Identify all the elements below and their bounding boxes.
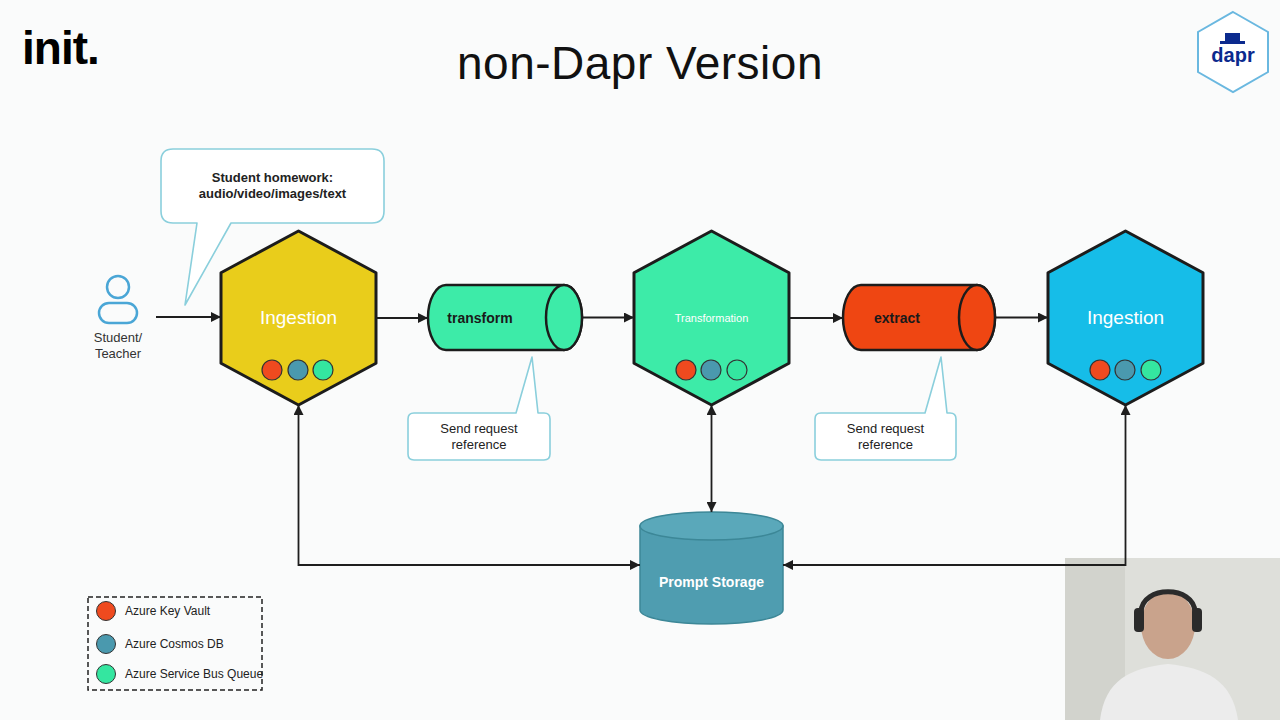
cylinder-body: [843, 285, 995, 350]
logo-hat-brim: [1220, 41, 1245, 44]
flow-arrow: [789, 317, 843, 319]
legend-swatch: [96, 664, 116, 684]
hexagon-outline: [1048, 231, 1203, 405]
brand-logo: dapr: [1198, 43, 1268, 67]
service-bus-dot: [313, 360, 333, 380]
node-label: Prompt Storage: [659, 573, 764, 591]
node-label: Student homework: audio/video/images/tex…: [181, 170, 364, 202]
node-label: Student/ Teacher: [80, 330, 156, 362]
flow-arrow: [995, 317, 1048, 319]
node-label: Ingestion: [260, 307, 337, 329]
logo-hat: [1225, 33, 1240, 42]
service-hexagon: Ingestion: [1048, 231, 1203, 405]
service-hexagon: Ingestion: [221, 231, 376, 405]
legend-label: Azure Cosmos DB: [125, 637, 224, 651]
webcam-inset: [1065, 558, 1280, 720]
callout-outline: [408, 357, 550, 460]
hexagon-outline: [634, 231, 789, 405]
node-label: Send request reference: [420, 421, 538, 453]
cosmos-db-dot: [701, 360, 721, 380]
flow-arrow: [299, 405, 641, 565]
node-label: transform: [447, 309, 512, 327]
cosmos-db-dot: [288, 360, 308, 380]
person-body: [99, 303, 137, 323]
node-label: extract: [874, 309, 920, 327]
flow-arrow: [711, 405, 713, 512]
legend-item: Azure Service Bus Queue: [96, 664, 263, 684]
callout-outline: [815, 357, 956, 460]
flow-arrow: [783, 405, 1126, 565]
logo-hexagon: [1198, 12, 1268, 92]
cylinder-end: [546, 285, 582, 350]
speech-bubble: Student homework: audio/video/images/tex…: [161, 149, 384, 223]
webcam-earcup: [1134, 608, 1144, 632]
service-dots: [262, 360, 1161, 380]
service-bus-dot: [727, 360, 747, 380]
callout-box: Send request reference: [815, 413, 956, 460]
cylinder-top: [640, 512, 783, 540]
actor-icon: Student/ Teacher: [80, 272, 156, 362]
brand-logo: init.: [22, 22, 142, 74]
slide-title: non-Dapr Version: [0, 34, 1280, 92]
cylinder-body: [428, 285, 582, 350]
flow-arrow: [582, 317, 634, 319]
webcam-background: [1065, 558, 1280, 720]
node-label: Transformation: [675, 311, 749, 325]
legend-swatch: [96, 601, 116, 621]
callout-box: Send request reference: [408, 413, 550, 460]
database-cylinder-shape: [640, 512, 783, 624]
key-vault-dot: [262, 360, 282, 380]
hexagon-outline: [221, 231, 376, 405]
node-label: Ingestion: [1087, 307, 1164, 329]
legend-label: Azure Key Vault: [125, 604, 210, 618]
legend-label: Azure Service Bus Queue: [125, 667, 263, 681]
service-hexagon: Transformation: [634, 231, 789, 405]
queue-cylinder: transform: [428, 285, 582, 350]
webcam-headset: [1141, 592, 1195, 612]
person-head: [107, 276, 129, 298]
legend-item: Azure Key Vault: [96, 601, 210, 621]
webcam-earcup: [1192, 608, 1202, 632]
key-vault-dot: [1090, 360, 1110, 380]
database-cylinder: Prompt Storage: [640, 512, 783, 624]
flow-arrow: [156, 316, 221, 318]
service-bus-dot: [1141, 360, 1161, 380]
queue-cylinder: extract: [843, 285, 995, 350]
webcam-shoulders: [1100, 664, 1238, 720]
cylinder-end: [959, 285, 995, 350]
cosmos-db-dot: [1115, 360, 1135, 380]
flow-arrow: [376, 317, 428, 319]
node-label: Send request reference: [827, 421, 944, 453]
dapr-logo: [1198, 12, 1268, 92]
legend-swatch: [96, 634, 116, 654]
key-vault-dot: [676, 360, 696, 380]
legend-item: Azure Cosmos DB: [96, 634, 224, 654]
webcam-head: [1141, 591, 1195, 659]
